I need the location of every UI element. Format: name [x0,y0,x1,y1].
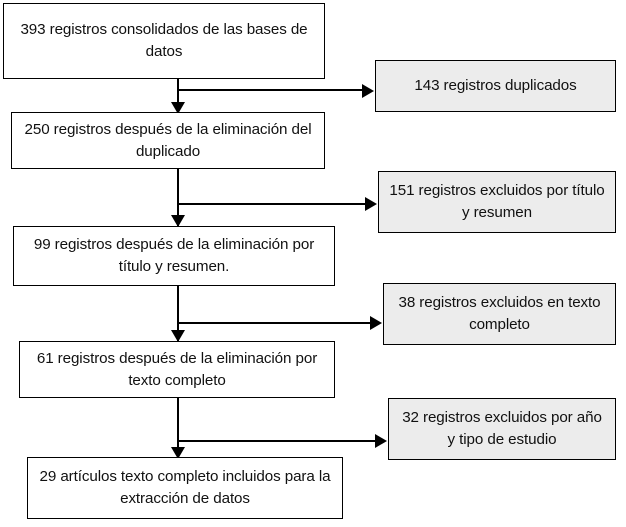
flow-node-after-title-abstract-label: 99 registros después de la eliminación p… [33,236,315,275]
connector-1-vertical [177,79,179,112]
flow-node-excluded-title-abstract-label: 151 registros excluidos por título y res… [389,182,605,221]
connector-4-vertical [177,398,179,457]
arrow-node1-to-node2 [171,102,185,114]
flow-node-excluded-year-type: 32 registros excluidos por año y tipo de… [388,398,616,460]
connector-2-branch-horizontal [177,203,366,205]
flow-node-duplicates-label: 143 registros duplicados [414,77,577,95]
connector-4-branch-horizontal [177,440,376,442]
flow-node-excluded-fulltext-label: 38 registros excluidos en texto completo [398,294,601,333]
flow-node-excluded-fulltext: 38 registros excluidos en texto completo [383,283,616,345]
flow-node-included-label: 29 artículos texto completo incluidos pa… [39,468,331,507]
arrow-node3-to-node4 [171,330,185,342]
flow-node-after-fulltext-label: 61 registros después de la eliminación p… [36,349,318,389]
connector-3-vertical [177,286,179,341]
flow-node-included: 29 artículos texto completo incluidos pa… [27,457,343,519]
connector-1-branch-horizontal [177,89,363,91]
flow-node-after-fulltext: 61 registros después de la eliminación p… [19,341,335,398]
connector-2-vertical [177,169,179,226]
flow-node-identification-label: 393 registros consolidados de las bases … [20,21,308,60]
flow-node-duplicates: 143 registros duplicados [375,60,616,112]
flow-node-excluded-title-abstract: 151 registros excluidos por título y res… [378,171,616,233]
arrow-to-excluded-title-abstract [365,197,377,211]
flow-node-excluded-year-type-label: 32 registros excluidos por año y tipo de… [402,409,602,448]
flow-node-after-duplicates-label: 250 registros después de la eliminación … [24,120,312,160]
connector-3-branch-horizontal [177,322,371,324]
arrow-to-excluded-year-type [375,434,387,448]
arrow-node2-to-node3 [171,215,185,227]
flow-node-identification: 393 registros consolidados de las bases … [3,3,325,79]
arrow-node4-to-node5 [171,447,185,459]
arrow-to-excluded-fulltext [370,316,382,330]
flow-node-after-duplicates: 250 registros después de la eliminación … [11,112,325,169]
flow-node-after-title-abstract: 99 registros después de la eliminación p… [13,226,335,286]
arrow-to-duplicates [362,84,374,98]
